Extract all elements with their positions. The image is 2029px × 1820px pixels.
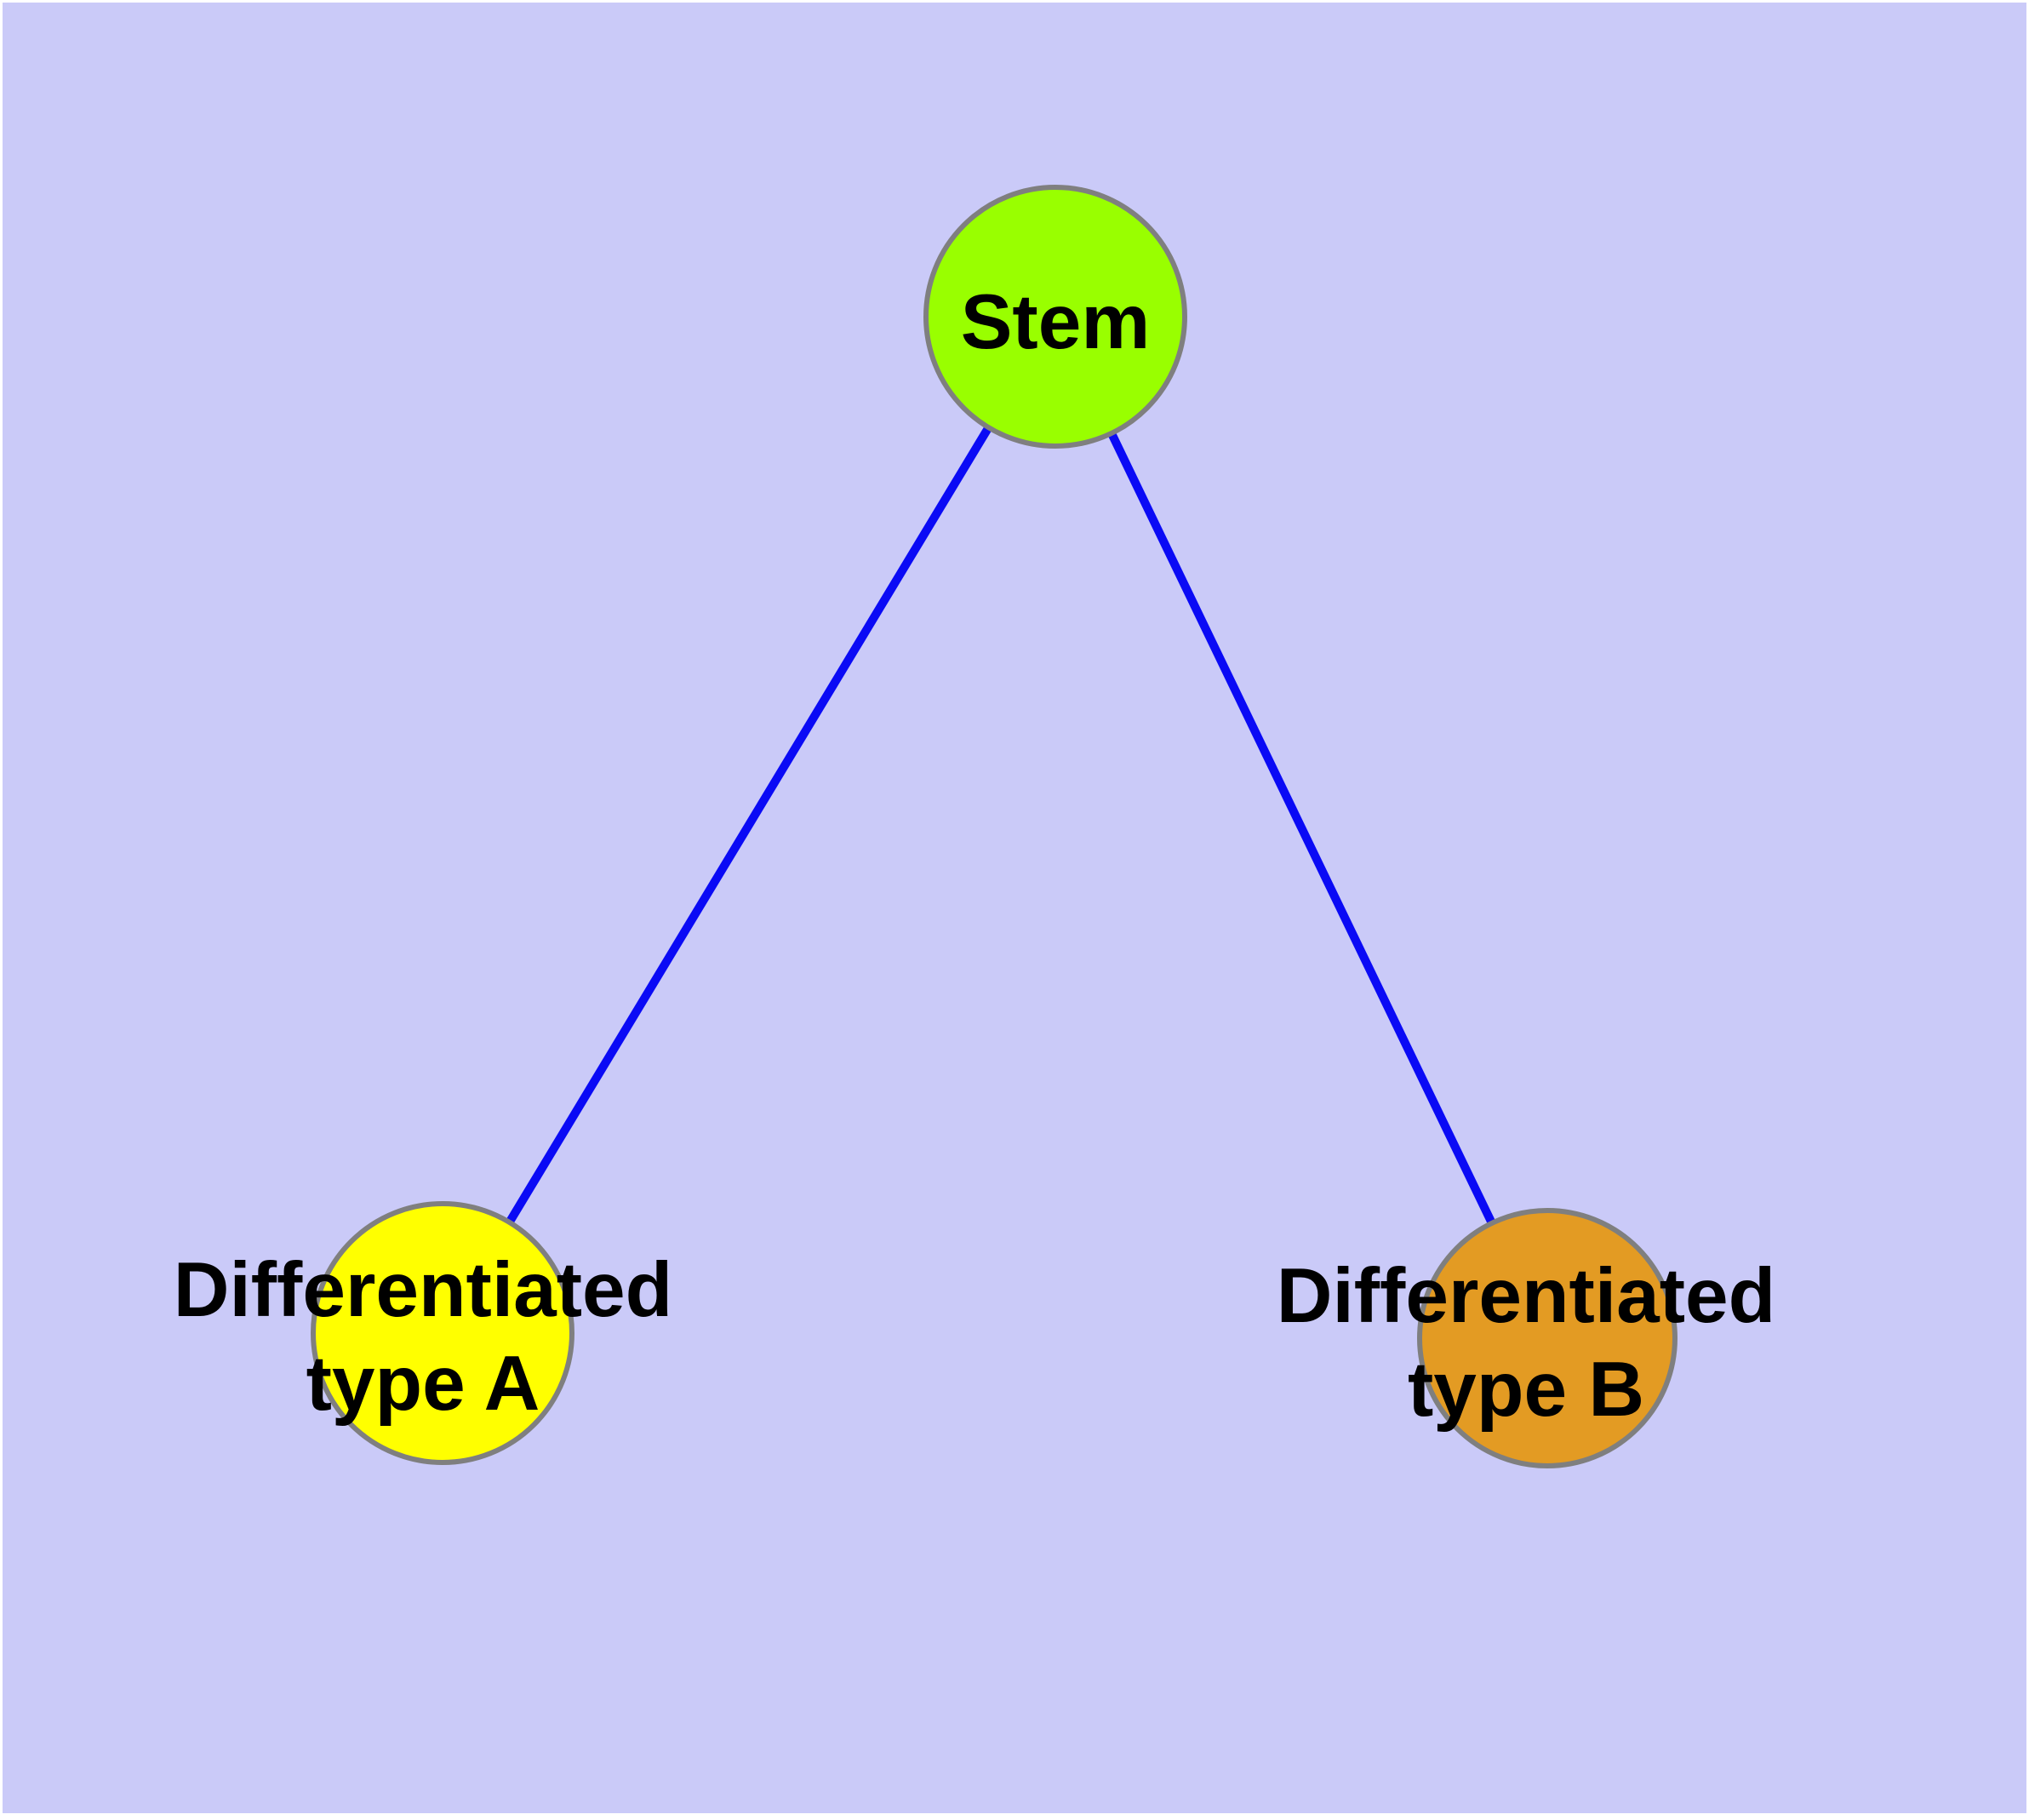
node-differentiated-type-b-circle[interactable]	[1417, 1208, 1677, 1468]
node-stem-circle[interactable]	[923, 185, 1187, 449]
edge-stem-to-differentiated-type-b[interactable]	[1051, 314, 1552, 1341]
node-stem-label-line-1: Stem	[961, 279, 1151, 365]
edge-stem-to-differentiated-type-a[interactable]	[438, 314, 1060, 1336]
node-differentiated-type-b-label-line-2: type B	[1408, 1347, 1644, 1433]
node-differentiated-type-a-label-line-1: Differentiated	[174, 1247, 673, 1333]
node-differentiated-type-b-label-line-1: Differentiated	[1277, 1253, 1776, 1339]
node-differentiated-type-a-circle[interactable]	[311, 1201, 574, 1465]
node-differentiated-type-a-label-line-2: type A	[306, 1341, 540, 1427]
edges-layer	[438, 314, 1552, 1341]
